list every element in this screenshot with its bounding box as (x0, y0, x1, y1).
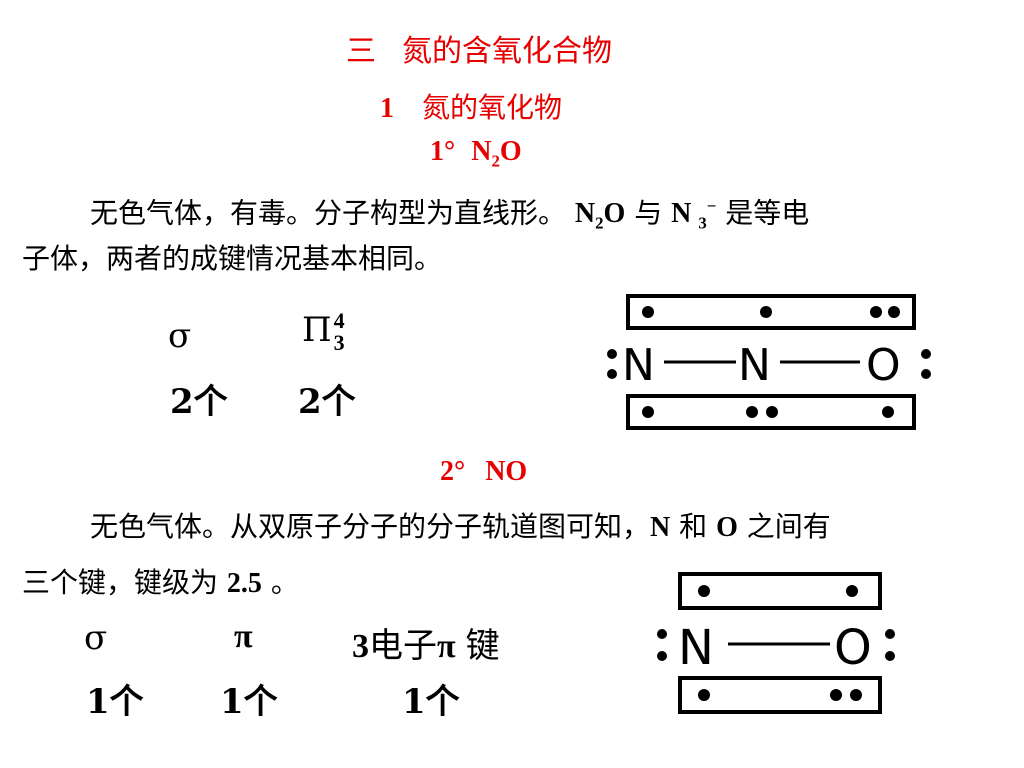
lone-pair-dot (607, 369, 617, 379)
lone-pair-dot (921, 369, 931, 379)
electron-dot (870, 306, 882, 318)
n2o-para-with: 与 (634, 196, 663, 230)
n2o-pi-count: 2个 (298, 382, 356, 422)
electron-dot (746, 406, 758, 418)
three-electron-text: 电子 (369, 626, 437, 666)
pi-superscript: 4 (333, 308, 345, 333)
n2o-paragraph-line2: 子体，两者的成键情况基本相同。 (22, 238, 442, 280)
n2o-label-prefix: 1° (430, 136, 456, 167)
subsection-number: 1 (380, 93, 394, 124)
lone-pair-dot (607, 349, 617, 359)
no-pi-symbol: π (234, 618, 253, 655)
lone-pair-dot (885, 651, 895, 661)
n2o-para-line2-text: 子体，两者的成键情况基本相同。 (22, 242, 443, 275)
electron-dot (760, 306, 772, 318)
no-para-line2-text: 三个键，键级为 (22, 566, 219, 599)
electron-dot (882, 406, 894, 418)
n2o-sigma-count: 2个 (170, 382, 228, 422)
n2o-sigma-symbol: σ (168, 316, 192, 356)
pi-capital: Π (302, 310, 332, 350)
n2o-heading: 1° N2O (430, 136, 522, 172)
lone-pair-dot (657, 651, 667, 661)
three-electron-bond: 键 (465, 626, 500, 666)
subsection-title-text: 氮的氧化物 (422, 91, 563, 124)
electron-dot (766, 406, 778, 418)
no-atom-n: N (678, 620, 714, 676)
pi-subscript: 3 (333, 330, 345, 355)
n2o-atom-o: O (866, 340, 901, 391)
n2o-para-text-a: 无色气体，有毒。分子构型为直线形。 (90, 196, 567, 230)
no-para-line2-end: 。 (270, 566, 299, 599)
n2o-formula-o: O (499, 136, 522, 167)
no-atom-o: O (834, 620, 872, 676)
section-title: 三氮的含氧化合物 (346, 26, 612, 70)
lone-pair-dot (885, 629, 895, 639)
no-para-text-b: 之间有 (746, 510, 831, 543)
no-heading: 2° NO (440, 456, 527, 488)
n2o-para-text-b: 是等电 (725, 196, 810, 230)
lone-pair-dot (657, 629, 667, 639)
n2o-paragraph-line1: 无色气体，有毒。分子构型为直线形。 N2O 与 N 3− 是等电 (90, 186, 809, 245)
electron-dot (642, 306, 654, 318)
section-number: 三 (346, 34, 376, 69)
no-bond-order: 2.5 (226, 568, 262, 599)
no-formula: NO (485, 456, 528, 487)
no-para-text-a: 无色气体。从双原子分子的分子轨道图可知， (90, 510, 651, 543)
n2o-formula-sub: 2 (491, 151, 500, 171)
electron-dot (698, 585, 710, 597)
n2o-lewis-diagram: N N O (607, 294, 931, 430)
no-pi-count: 1个 (220, 682, 278, 722)
n2o-bottom-bond-box (626, 394, 916, 430)
electron-dot (846, 585, 858, 597)
three-electron-pi: π (437, 628, 456, 665)
no-para-n: N (650, 512, 671, 543)
no-top-bond-box (678, 572, 882, 610)
no-para-o: O (716, 512, 738, 543)
no-three-electron-count: 1个 (402, 682, 460, 722)
no-paragraph-line1: 无色气体。从双原子分子的分子轨道图可知，N 和 O 之间有 (90, 506, 831, 549)
no-bottom-bond-box (678, 676, 882, 714)
no-sigma-count: 1个 (86, 682, 144, 722)
lone-pair-dot (921, 349, 931, 359)
n2o-top-bond-box (626, 294, 916, 330)
no-sigma-symbol: σ (84, 618, 108, 658)
electron-dot (850, 689, 862, 701)
no-para-and: 和 (679, 510, 708, 543)
subsection-title: 1 氮的氧化物 (380, 86, 562, 126)
electron-dot (642, 406, 654, 418)
n2o-formula-n: N (471, 136, 492, 167)
n2o-para-formula: N2O (574, 198, 626, 233)
three-electron-number: 3 (352, 628, 369, 665)
n2o-atom-n1: N (622, 340, 655, 391)
electron-dot (698, 689, 710, 701)
electron-dot (888, 306, 900, 318)
n2o-atom-n2: N (738, 340, 771, 391)
n3-ion-formula: N 3− (671, 197, 717, 233)
electron-dot (830, 689, 842, 701)
no-paragraph-line2: 三个键，键级为 2.5 。 (22, 562, 299, 605)
section-title-text: 氮的含氧化合物 (402, 34, 612, 69)
no-lewis-diagram: N O (657, 572, 895, 714)
no-label-prefix: 2° (440, 456, 466, 487)
